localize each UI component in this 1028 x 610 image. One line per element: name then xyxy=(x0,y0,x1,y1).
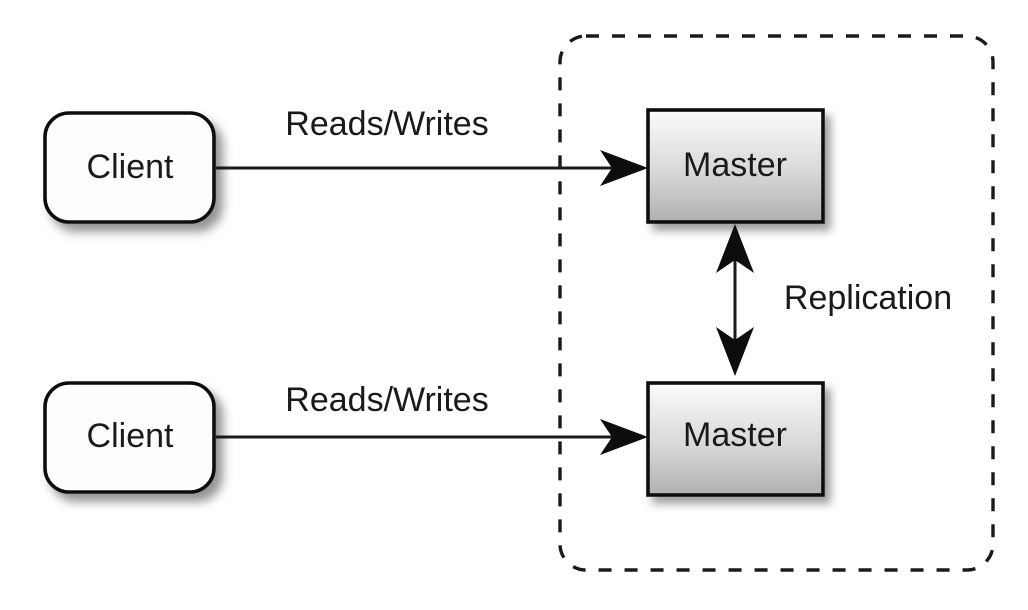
node-client-bottom[interactable]: Client xyxy=(43,381,216,494)
master-top-label: Master xyxy=(683,146,787,184)
node-master-top[interactable]: Master xyxy=(646,108,825,224)
node-master-bottom[interactable]: Master xyxy=(646,381,825,497)
master-bottom-shape xyxy=(646,381,825,497)
edge-replication: Replication xyxy=(716,224,952,376)
edge-replication-label: Replication xyxy=(784,279,952,317)
replication-cluster-boundary xyxy=(558,34,995,572)
master-top-shape xyxy=(646,108,825,224)
master-bottom-label: Master xyxy=(683,416,787,454)
arrow-head-up-icon xyxy=(716,224,754,273)
edge-reads-writes-bottom-label: Reads/Writes xyxy=(285,381,488,419)
arrow-head-right-icon xyxy=(600,419,648,455)
arrow-head-right-icon xyxy=(600,150,648,186)
node-client-top[interactable]: Client xyxy=(43,111,216,224)
client-bottom-label: Client xyxy=(87,417,174,455)
edge-reads-writes-top: Reads/Writes xyxy=(214,105,648,186)
edge-reads-writes-top-label: Reads/Writes xyxy=(285,105,488,143)
arrow-head-down-icon xyxy=(716,327,754,376)
edge-reads-writes-bottom: Reads/Writes xyxy=(214,381,648,455)
client-top-label: Client xyxy=(87,148,174,186)
